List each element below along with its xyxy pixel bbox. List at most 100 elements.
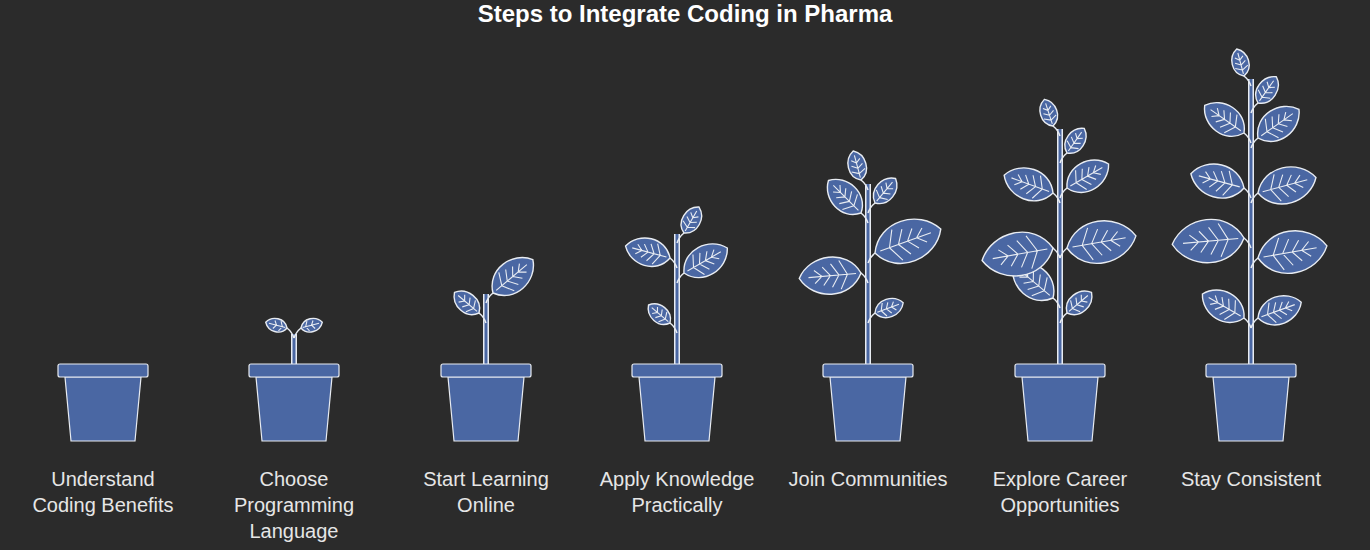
step-label: Apply Knowledge Practically bbox=[590, 466, 765, 518]
leaf bbox=[1253, 289, 1306, 331]
leaf-stalk bbox=[861, 180, 868, 190]
leaf bbox=[643, 299, 675, 330]
leaf bbox=[1060, 152, 1116, 201]
pot-body bbox=[830, 377, 906, 441]
stem-outline bbox=[1248, 79, 1254, 364]
diagram-title: Steps to Integrate Coding in Pharma bbox=[0, 0, 1370, 28]
leaf-stalk bbox=[670, 258, 677, 268]
leaf-vein bbox=[679, 207, 703, 234]
pot-body bbox=[639, 377, 715, 441]
leaf bbox=[999, 161, 1059, 208]
leaf-stalk bbox=[868, 203, 875, 213]
pot-rim bbox=[58, 364, 148, 377]
leaf-vein bbox=[875, 217, 937, 266]
leaf-vein bbox=[1196, 164, 1243, 200]
leaf-vein bbox=[1070, 222, 1129, 263]
leaf bbox=[1249, 97, 1307, 150]
leaf bbox=[1195, 282, 1251, 331]
leaf-stalk bbox=[1060, 248, 1067, 258]
leaf bbox=[798, 255, 863, 297]
leaf bbox=[1229, 47, 1252, 78]
leaf-vein bbox=[990, 233, 1050, 275]
pot-body bbox=[256, 377, 332, 441]
leaf-stalk bbox=[1053, 193, 1060, 203]
leaf-stalk bbox=[294, 328, 301, 338]
leaf bbox=[1061, 285, 1098, 320]
pot-rim bbox=[441, 364, 531, 377]
leaf-stalk bbox=[1053, 126, 1060, 136]
pot-rim bbox=[1015, 364, 1105, 377]
step-label: Join Communities bbox=[778, 466, 958, 492]
leaf-stalk bbox=[1244, 318, 1251, 328]
pot-body bbox=[448, 377, 524, 441]
leaf-stalk bbox=[677, 233, 684, 243]
leaf bbox=[676, 203, 707, 238]
leaf-stalk bbox=[1060, 313, 1067, 323]
leaf-stalk bbox=[1053, 298, 1060, 308]
leaf-stalk bbox=[861, 213, 868, 223]
stem-outline bbox=[483, 294, 489, 364]
leaf-vein bbox=[1203, 288, 1246, 326]
leaf-vein bbox=[1039, 101, 1058, 126]
leaf-vein bbox=[1261, 232, 1320, 273]
pot-rim bbox=[1206, 364, 1296, 377]
pot-body bbox=[65, 377, 141, 441]
leaf bbox=[264, 316, 289, 334]
leaf bbox=[1253, 160, 1320, 210]
leaf-vein bbox=[648, 303, 673, 327]
leaf-vein bbox=[1258, 295, 1299, 327]
leaf-vein bbox=[629, 238, 669, 268]
leaf-vein bbox=[1253, 76, 1279, 105]
leaf-vein bbox=[1182, 222, 1240, 260]
leaf bbox=[868, 172, 903, 209]
leaf-stalk bbox=[1244, 238, 1251, 248]
leaf-vein bbox=[268, 318, 287, 332]
stem-outline bbox=[1057, 129, 1063, 364]
leaf-vein bbox=[807, 259, 857, 292]
pot-body bbox=[1213, 377, 1289, 441]
step-label: Understand Coding Benefits bbox=[21, 466, 186, 518]
stem-outline bbox=[674, 234, 680, 364]
leaf-stalk bbox=[677, 273, 684, 283]
potted-plant bbox=[249, 316, 339, 441]
leaf bbox=[677, 235, 735, 286]
leaf-vein bbox=[488, 255, 534, 299]
leaf bbox=[1063, 215, 1139, 268]
leaf-vein bbox=[682, 242, 727, 281]
leaf-stalk bbox=[479, 313, 486, 323]
leaf bbox=[872, 294, 906, 321]
stem bbox=[485, 294, 488, 364]
leaf-vein bbox=[848, 154, 867, 180]
pot-rim bbox=[823, 364, 913, 377]
leaf-stalk bbox=[1244, 76, 1251, 86]
stem-outline bbox=[291, 334, 297, 364]
stem bbox=[293, 334, 296, 364]
stem bbox=[1059, 129, 1062, 364]
leaf-vein bbox=[1232, 51, 1250, 75]
leaf-stalk bbox=[1251, 318, 1258, 328]
leaf-vein bbox=[1204, 101, 1247, 140]
leaf-vein bbox=[1064, 290, 1092, 317]
leaf-stalk bbox=[1053, 248, 1060, 258]
leaf-stalk bbox=[1244, 188, 1251, 198]
step-label: Start Learning Online bbox=[411, 466, 561, 518]
leaf-stalk bbox=[287, 328, 294, 338]
leaf-stalk bbox=[868, 313, 875, 323]
leaf-stalk bbox=[486, 293, 493, 303]
leaf-vein bbox=[1259, 166, 1311, 205]
leaf bbox=[1250, 71, 1284, 108]
leaf-vein bbox=[1007, 167, 1053, 203]
step-label: Choose Programming Language bbox=[224, 466, 364, 544]
leaf-stalk bbox=[1060, 153, 1067, 163]
leaf-vein bbox=[1255, 104, 1300, 145]
leaf bbox=[622, 233, 674, 272]
leaf bbox=[978, 227, 1056, 282]
leaf bbox=[1170, 217, 1245, 266]
leaf-stalk bbox=[1251, 193, 1258, 203]
leaf-vein bbox=[453, 290, 481, 317]
leaf-stalk bbox=[1251, 138, 1258, 148]
potted-plant bbox=[1170, 47, 1330, 441]
leaf bbox=[845, 149, 870, 183]
step-label: Stay Consistent bbox=[1161, 466, 1341, 492]
